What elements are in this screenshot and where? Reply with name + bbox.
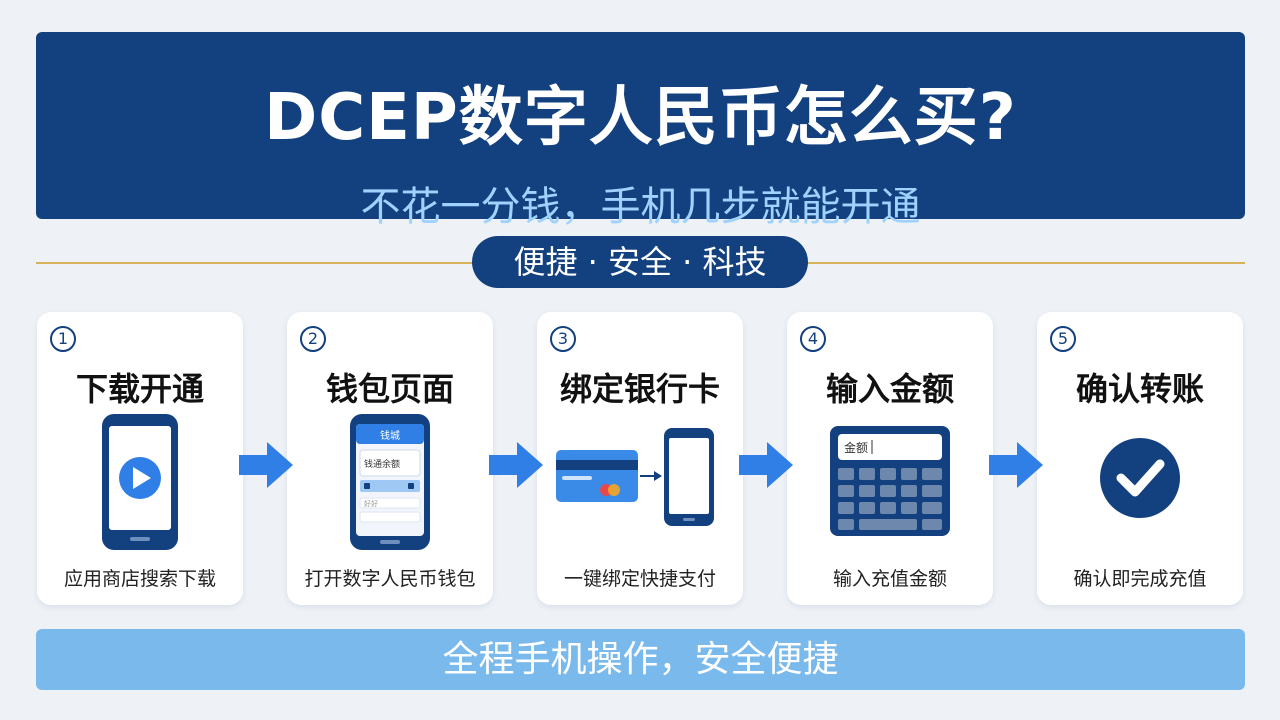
check-circle-icon [1037,412,1243,552]
amount-input-label: 金额 [844,440,868,455]
footer-banner: 全程手机操作，安全便捷 [36,629,1245,690]
bank-card-to-phone-icon [537,412,743,552]
arrow-right-icon [739,442,793,488]
page-subtitle: 不花一分钱，手机几步就能开通 [360,184,921,230]
step-desc: 确认即完成充值 [1073,568,1207,590]
title-banner: DCEP数字人民币怎么买? 不花一分钱，手机几步就能开通 [36,32,1245,230]
keypad-icon: 金额 [787,412,993,552]
arrow-right-icon [489,442,543,488]
step-desc: 应用商店搜索下载 [63,568,216,590]
wallet-phone-icon: 钱城 钱通余额 好好 [287,412,493,552]
step-title: 绑定银行卡 [559,370,720,408]
page-title: DCEP数字人民币怎么买? [264,81,1017,155]
arrow-right-icon [239,442,293,488]
phone-play-icon [37,412,243,552]
step-number: 5 [1050,326,1076,352]
step-title: 确认转账 [1075,370,1204,408]
step-number: 1 [50,326,76,352]
step-desc: 一键绑定快捷支付 [563,568,716,590]
step-number: 3 [550,326,576,352]
step-title: 钱包页面 [325,370,454,408]
step-desc: 打开数字人民币钱包 [304,568,476,590]
step-card-4: 4 输入金额 金额 输入充值金额 [787,312,993,605]
tagline-pill: 便捷 · 安全 · 科技 [472,236,808,288]
wallet-row-label: 好好 [364,499,378,508]
step-title: 输入金额 [825,370,954,408]
step-card-1: 1 下载开通 应用商店搜索下载 [37,312,243,605]
step-desc: 输入充值金额 [832,568,947,590]
wallet-screen-header: 钱城 [380,429,400,442]
arrow-right-icon [989,442,1043,488]
wallet-balance-label: 钱通余额 [364,458,400,470]
step-number: 2 [300,326,326,352]
step-title: 下载开通 [75,370,204,408]
step-card-3: 3 绑定银行卡 一键绑定快捷支付 [537,312,743,605]
step-card-2: 2 钱包页面 钱城 钱通余额 好好 打开数字人民币钱包 [287,312,493,605]
step-number: 4 [800,326,826,352]
step-card-5: 5 确认转账 确认即完成充值 [1037,312,1243,605]
